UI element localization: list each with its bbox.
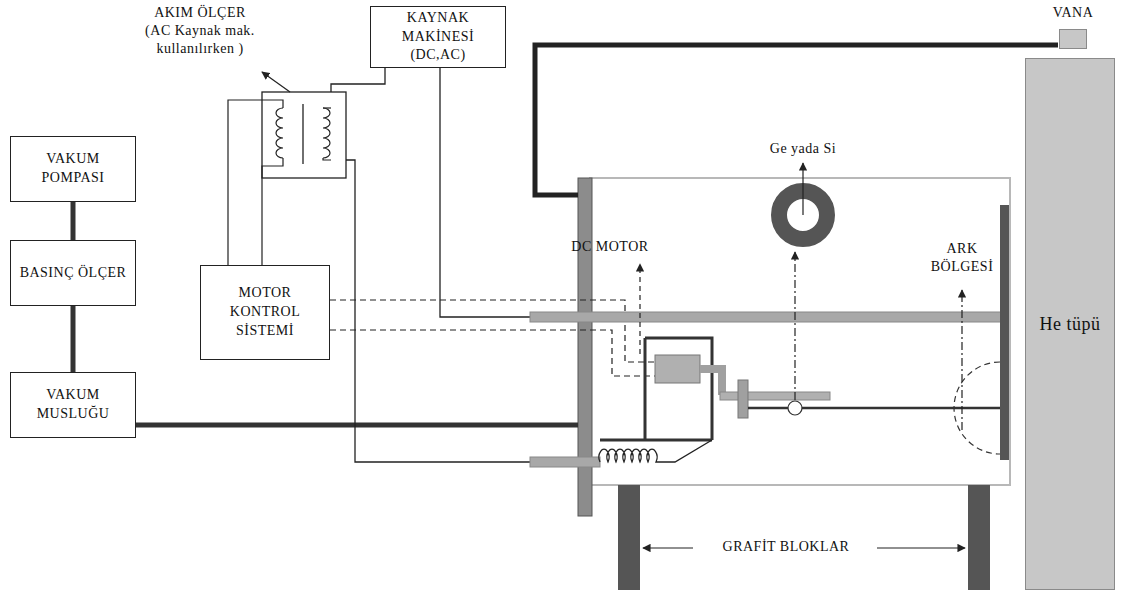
welding-cable xyxy=(440,68,530,317)
part-label: Ge yada Si xyxy=(753,140,853,158)
part-label: AKIM ÖLÇER (AC Kaynak mak. kullanılırken… xyxy=(142,4,258,59)
valve-body xyxy=(1059,29,1087,49)
transformer-coil xyxy=(276,108,283,158)
welding-machine-box: KAYNAK MAKİNESİ (DC,AC) xyxy=(370,6,506,68)
part-label: GRAFİT BLOKLAR xyxy=(700,538,872,556)
pipe-connector xyxy=(71,306,76,372)
node-text: KAYNAK MAKİNESİ (DC,AC) xyxy=(377,9,499,66)
motor-frame xyxy=(600,338,712,440)
graphite-electrode xyxy=(1000,205,1009,460)
pipe-connector xyxy=(71,202,76,240)
node-text: VAKUM POMPASI xyxy=(17,150,129,188)
gas-pipe xyxy=(535,45,1058,195)
leader-arrow xyxy=(639,264,640,354)
leader-arrow xyxy=(794,252,795,400)
current-transformer xyxy=(262,92,346,178)
coil-lead xyxy=(323,107,331,108)
transformer-coil xyxy=(323,108,330,158)
part-label: DC MOTOR xyxy=(560,238,660,256)
feed-screw xyxy=(720,392,830,400)
arc-region xyxy=(954,362,1000,454)
gas-valve: VANA xyxy=(1038,4,1108,60)
lower-rod xyxy=(530,457,600,467)
meter-wire xyxy=(228,100,276,265)
meter-wire xyxy=(262,166,276,265)
leader-arrow xyxy=(802,163,803,215)
graphite-block xyxy=(968,485,990,590)
leader-arrow xyxy=(961,290,962,430)
vacuum-chamber xyxy=(590,178,1010,485)
leader-arrow xyxy=(643,547,693,548)
flex-wire-spring xyxy=(599,440,712,462)
vacuum-pipe xyxy=(136,423,578,428)
leader-arrow xyxy=(877,547,965,548)
part-label: ARK BÖLGESİ xyxy=(918,240,1006,276)
coil-lead xyxy=(276,158,283,166)
dc-motor xyxy=(655,355,700,383)
coil-lead xyxy=(323,158,331,160)
vacuum-valve-box: VAKUM MUSLUĞU xyxy=(10,372,136,438)
node-text: VANA xyxy=(1053,4,1094,23)
leader-arrow xyxy=(262,72,290,92)
pressure-gauge-box: BASINÇ ÖLÇER xyxy=(10,240,136,306)
sample-holder xyxy=(738,380,748,418)
target-disc xyxy=(788,401,802,415)
transformer-core xyxy=(302,104,303,164)
node-text: MOTOR KONTROL SİSTEMİ xyxy=(207,284,323,341)
control-cable xyxy=(330,300,655,362)
electrode-rod xyxy=(530,312,1002,322)
motor-shaft xyxy=(700,369,722,395)
graphite-block xyxy=(618,485,640,590)
node-text: He tüpü xyxy=(1040,312,1101,336)
vacuum-pump-box: VAKUM POMPASI xyxy=(10,136,136,202)
node-text: BASINÇ ÖLÇER xyxy=(20,264,127,283)
helium-cylinder: He tüpü xyxy=(1025,58,1115,590)
motor-control-box: MOTOR KONTROL SİSTEMİ xyxy=(200,265,330,360)
control-cable xyxy=(330,330,655,376)
welding-cable xyxy=(331,160,530,462)
node-text: VAKUM MUSLUĞU xyxy=(17,386,129,424)
coil-lead xyxy=(276,100,283,108)
